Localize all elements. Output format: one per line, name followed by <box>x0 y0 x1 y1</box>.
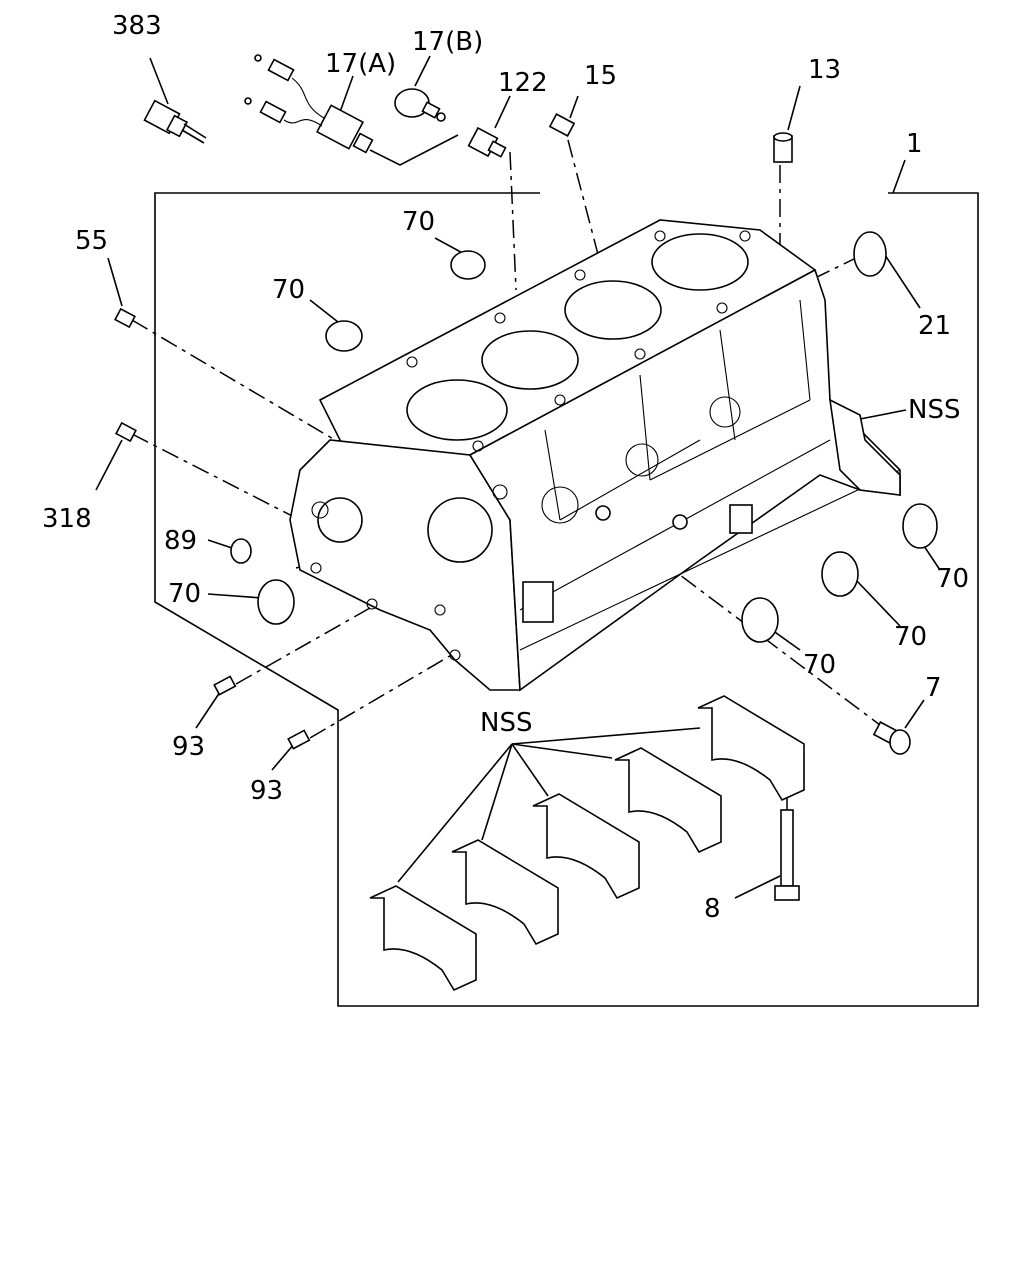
label-17b: 17(B) <box>412 27 483 57</box>
label-nss-caps: NSS <box>480 708 532 738</box>
part-labels: 383 17(A) 17(B) 122 15 13 1 70 70 21 55 … <box>42 11 969 924</box>
label-70-right-3: 70 <box>803 650 836 680</box>
bearing-caps-icons <box>369 695 805 992</box>
small-parts-icons <box>114 307 311 750</box>
plug-15-icon <box>548 113 576 137</box>
label-70-left-top: 70 <box>272 275 305 305</box>
label-1: 1 <box>906 129 923 159</box>
leader-lines <box>95 55 941 899</box>
label-93-upper: 93 <box>172 732 205 762</box>
label-122: 122 <box>498 68 548 98</box>
label-55: 55 <box>75 226 108 256</box>
label-89: 89 <box>164 526 197 556</box>
label-21: 21 <box>918 311 951 341</box>
label-70-right-2: 70 <box>894 622 927 652</box>
sensor-383-icon <box>143 99 207 144</box>
bolt-7-icon <box>872 721 911 755</box>
plug-21-icon <box>853 231 887 277</box>
cap-70-icons <box>257 250 938 643</box>
label-70-right-1: 70 <box>936 564 969 594</box>
part-13-icon <box>773 132 793 163</box>
label-7: 7 <box>925 673 942 703</box>
sensor-17b-icon <box>394 88 446 122</box>
bolt-8-icon <box>774 809 800 901</box>
label-70-top: 70 <box>402 207 435 237</box>
sensor-17a-icon <box>244 54 374 154</box>
label-8: 8 <box>704 894 721 924</box>
label-15: 15 <box>584 61 617 91</box>
label-70-left: 70 <box>168 579 201 609</box>
engine-block <box>289 219 901 692</box>
label-17a: 17(A) <box>325 49 396 79</box>
label-383: 383 <box>112 11 162 41</box>
label-93-lower: 93 <box>250 776 283 806</box>
label-13: 13 <box>808 55 841 85</box>
label-nss-block: NSS <box>908 395 960 425</box>
frame-outline <box>154 192 979 1007</box>
label-318: 318 <box>42 504 92 534</box>
fitting-122-icon <box>467 126 507 158</box>
